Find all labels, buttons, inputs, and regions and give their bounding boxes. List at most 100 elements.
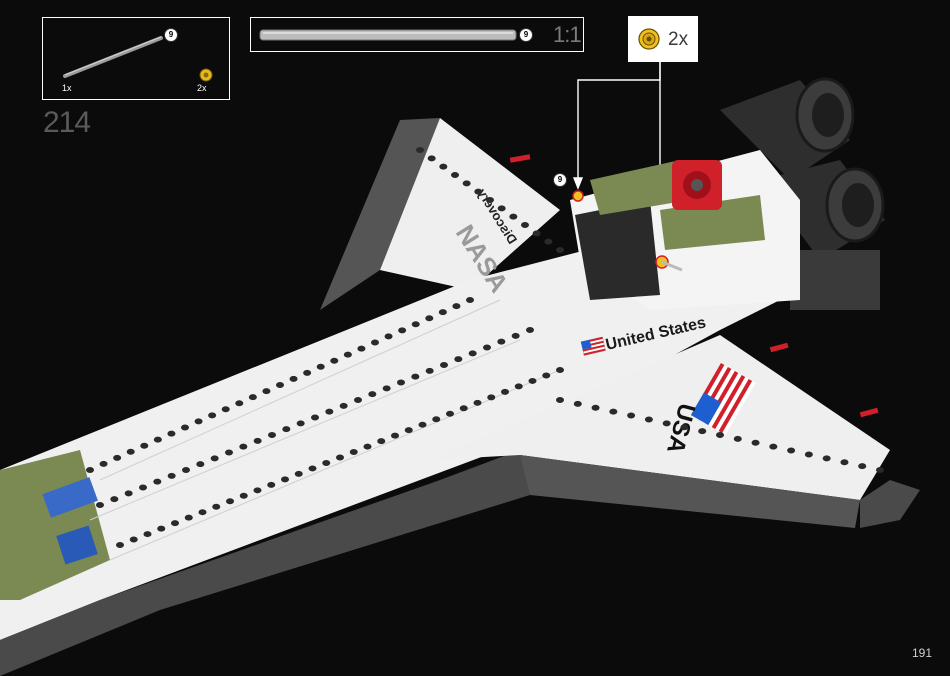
- stud: [330, 358, 338, 364]
- stud: [769, 444, 777, 450]
- stud: [127, 449, 135, 455]
- stud: [140, 443, 148, 449]
- stud: [385, 333, 393, 339]
- stud: [185, 515, 193, 521]
- stud: [196, 461, 204, 467]
- assembly-length-badge: 9: [553, 173, 567, 187]
- stud: [452, 303, 460, 309]
- stud: [556, 247, 564, 253]
- stud: [823, 455, 831, 461]
- stud: [297, 420, 305, 426]
- stud: [254, 438, 262, 444]
- stud: [377, 438, 385, 444]
- stud: [322, 460, 330, 466]
- stud: [212, 504, 220, 510]
- stud: [282, 426, 290, 432]
- stud: [645, 416, 653, 422]
- stud: [290, 376, 298, 382]
- stud: [113, 455, 121, 461]
- red-engine-mount: [672, 160, 722, 210]
- stud: [419, 422, 427, 428]
- stud: [239, 444, 247, 450]
- stud: [364, 444, 372, 450]
- stud: [428, 155, 436, 161]
- stud: [698, 428, 706, 434]
- stud: [199, 509, 207, 515]
- stud: [734, 436, 742, 442]
- stud: [110, 496, 118, 502]
- stud: [487, 394, 495, 400]
- stud: [411, 374, 419, 380]
- stud: [383, 385, 391, 391]
- stud: [509, 214, 517, 220]
- stud: [460, 405, 468, 411]
- stud: [592, 405, 600, 411]
- stud: [303, 370, 311, 376]
- stud: [235, 400, 243, 406]
- stud: [498, 205, 506, 211]
- stud: [276, 382, 284, 388]
- stud: [858, 463, 866, 469]
- stud: [153, 479, 161, 485]
- stud: [168, 473, 176, 479]
- stud: [412, 321, 420, 327]
- stud: [354, 397, 362, 403]
- stud: [195, 418, 203, 424]
- stud: [405, 427, 413, 433]
- stud: [344, 352, 352, 358]
- stud: [469, 350, 477, 356]
- stud: [425, 315, 433, 321]
- stud: [542, 372, 550, 378]
- stud: [86, 467, 94, 473]
- stud: [157, 526, 165, 532]
- stud: [486, 197, 494, 203]
- stud: [463, 180, 471, 186]
- stud: [529, 378, 537, 384]
- stud: [268, 432, 276, 438]
- stud: [154, 437, 162, 443]
- stud: [440, 362, 448, 368]
- stud: [627, 413, 635, 419]
- stud: [139, 485, 147, 491]
- stud: [474, 400, 482, 406]
- stud: [680, 424, 688, 430]
- yellow-connector-icon: [573, 191, 583, 201]
- stud: [501, 389, 509, 395]
- stud: [398, 327, 406, 333]
- stud: [515, 383, 523, 389]
- stud: [116, 542, 124, 548]
- stud: [144, 531, 152, 537]
- stud: [226, 498, 234, 504]
- stud: [474, 189, 482, 195]
- stud: [521, 222, 529, 228]
- stud: [181, 425, 189, 431]
- stud: [533, 230, 541, 236]
- stud: [262, 388, 270, 394]
- stud: [787, 448, 795, 454]
- stud: [222, 406, 230, 412]
- stud: [716, 432, 724, 438]
- stud: [556, 397, 564, 403]
- stud: [454, 356, 462, 362]
- stud: [439, 309, 447, 315]
- stud: [609, 409, 617, 415]
- stud: [336, 455, 344, 461]
- stud: [371, 340, 379, 346]
- stud: [249, 394, 257, 400]
- stud: [309, 465, 317, 471]
- stud: [497, 339, 505, 345]
- stud: [512, 333, 520, 339]
- stud: [96, 502, 104, 508]
- stud: [254, 487, 262, 493]
- stud: [167, 431, 175, 437]
- stud: [211, 455, 219, 461]
- stud: [182, 467, 190, 473]
- stud: [368, 391, 376, 397]
- stud: [556, 367, 564, 373]
- stud: [426, 368, 434, 374]
- stud: [125, 490, 133, 496]
- stud: [311, 415, 319, 421]
- stud: [357, 346, 365, 352]
- stud: [876, 467, 884, 473]
